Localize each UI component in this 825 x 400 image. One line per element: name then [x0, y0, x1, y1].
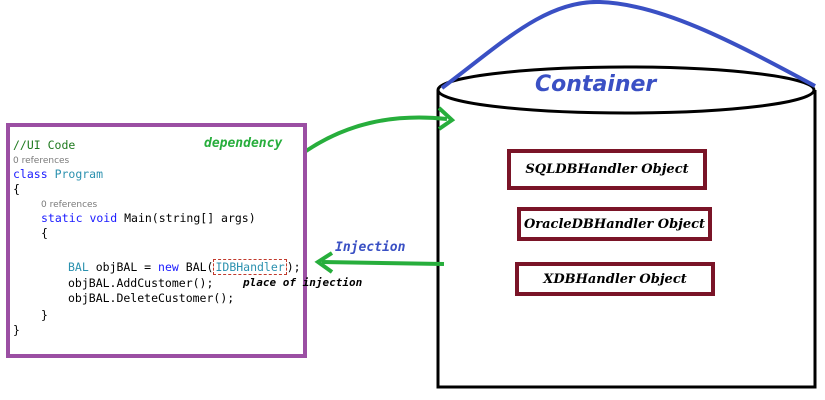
method-brace-open: {	[41, 226, 48, 240]
method-references-hint: 0 references	[41, 200, 98, 210]
xdbhandler-object-box: XDBHandler Object	[515, 262, 715, 296]
method-brace-close: }	[41, 308, 48, 322]
delete-customer-call: objBAL.DeleteCustomer();	[68, 291, 235, 305]
dependency-arrowhead	[437, 106, 456, 131]
injection-arrowhead	[314, 251, 334, 274]
method-keywords: static void	[41, 211, 118, 225]
add-customer-call: objBAL.AddCustomer();	[68, 276, 214, 290]
injection-arrow	[321, 260, 445, 266]
injection-label: Injection	[335, 240, 406, 255]
dependency-label: dependency	[204, 136, 283, 151]
bal-constructor: BAL(	[185, 260, 214, 274]
place-of-injection-label: place of injection	[243, 276, 363, 289]
injected-parameter: IDBHandler	[213, 259, 287, 275]
container-body	[436, 90, 817, 389]
class-brace-open: {	[13, 182, 20, 196]
class-declaration: class Program	[13, 167, 103, 181]
oracledbhandler-object-box: OracleDBHandler Object	[517, 207, 712, 241]
container-title: Container	[535, 72, 657, 97]
class-keyword: class	[13, 167, 48, 181]
new-keyword: new	[158, 260, 179, 274]
bal-type: BAL	[68, 260, 89, 274]
dependency-arrow	[304, 115, 448, 153]
code-comment: //UI Code	[13, 138, 76, 152]
class-brace-close: }	[13, 323, 20, 337]
bal-variable: objBAL =	[95, 260, 152, 274]
method-name: Main(string[] args)	[124, 211, 256, 225]
class-references-hint: 0 references	[13, 156, 70, 166]
code-panel: //UI Code 0 references class Program { 0…	[6, 123, 307, 358]
container-top-ellipse	[436, 65, 816, 115]
bal-line-end: );	[286, 260, 301, 274]
bal-instantiation-line: BAL objBAL = new BAL(IDBHandler);	[68, 259, 301, 275]
class-name: Program	[54, 167, 104, 181]
container-lid-curve	[440, 0, 816, 90]
method-signature: static void Main(string[] args)	[41, 211, 256, 225]
sqldbhandler-object-box: SQLDBHandler Object	[507, 149, 707, 190]
